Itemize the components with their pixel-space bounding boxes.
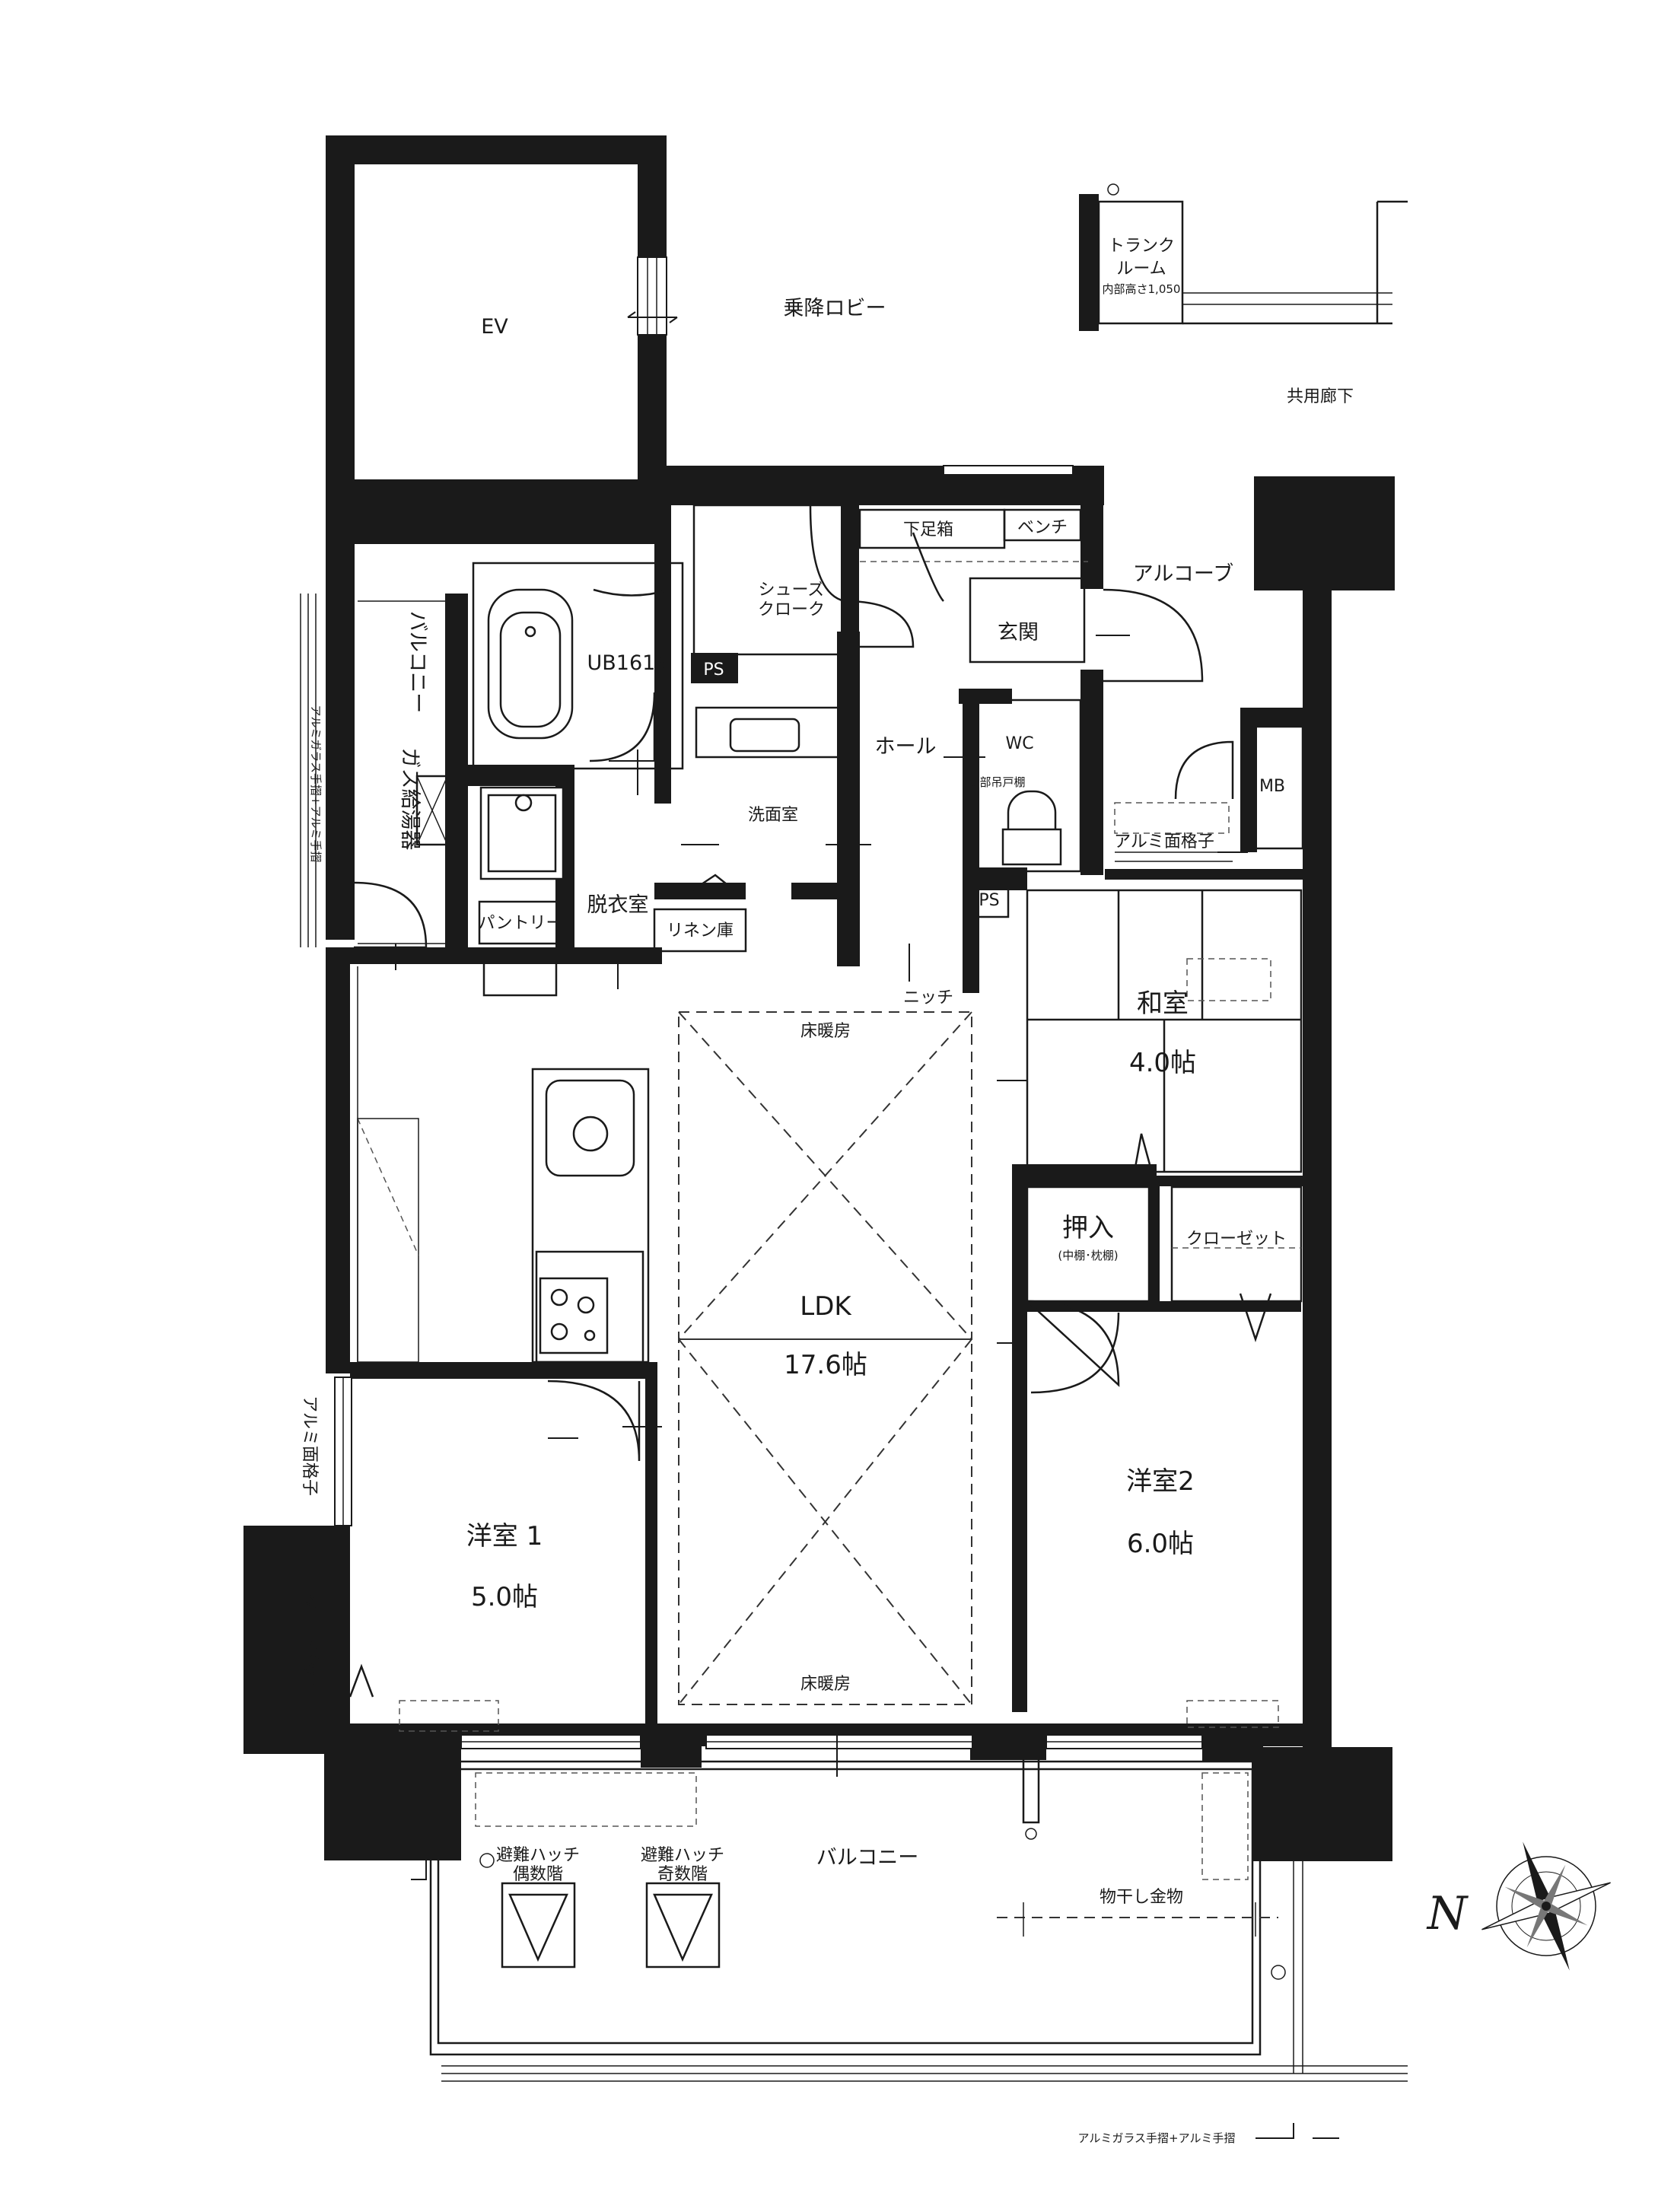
ev-label: EV [481,315,508,339]
yoshitsu1-size: 5.0帖 [471,1582,538,1612]
pantry-label: パントリー [478,914,562,933]
shoe-cloak-label-1: シューズ [759,581,825,600]
escape-hatch-even-label-2: 偶数階 [513,1865,563,1884]
yoshitsu2-size: 6.0帖 [1127,1529,1194,1559]
oshiire-note: (中棚･枕棚) [1058,1249,1118,1262]
shoe-cloak-label-2: クローク [758,600,825,619]
washroom-label: 洗面室 [748,806,798,825]
closet-right-label: クローゼット [1186,1230,1287,1249]
mb-label: MB [1259,777,1285,796]
escape-hatch-even-label-1: 避難ハッチ [496,1846,580,1865]
alumi-lattice-top-label: アルミ面格子 [1114,832,1214,851]
bench-label: ベンチ [1017,518,1068,537]
linen-label: リネン庫 [667,921,734,940]
interior-lines [272,183,1408,2082]
gas-water-heater-label: ガス給湯器 [398,748,422,851]
washitsu-size: 4.0帖 [1129,1048,1196,1078]
hall-label: ホール [875,735,937,759]
windows [334,256,1203,1749]
trunk-room-label-1: トランク [1108,237,1175,256]
upper-hanging-shelf-label: 上部吊戸棚 [968,775,1025,789]
ps-label-lower: PS [979,891,999,910]
entrance-label: 玄関 [998,621,1039,645]
ps-label-upper: PS [703,660,724,680]
balcony-side-label: バルコニー [406,611,429,713]
balcony-bottom-label: バルコニー [816,1846,918,1870]
niche-label: ニッチ [903,988,953,1007]
ub-label: UB1616 [587,651,669,675]
lower-shoe-box-label: 下足箱 [903,520,953,539]
alumi-glass-rail-bottom-label: アルミガラス手摺+アルミ手摺 [1078,2131,1236,2145]
floor-heating-bottom-label: 床暖房 [800,1675,851,1694]
doors [348,505,1272,1698]
ldk-size: 17.6帖 [784,1350,867,1380]
trunk-room-label-2: ルーム [1116,259,1166,278]
ldk-label: LDK [800,1291,852,1322]
dressing-room-label: 脱衣室 [587,893,649,917]
yoshitsu1-label: 洋室 1 [466,1521,543,1552]
floor-heating-top-label: 床暖房 [800,1022,851,1041]
alumi-glass-rail-left-label: アルミガラス手摺+アルミ手摺 [309,705,323,863]
clothes-hanger-label: 物干し金物 [1100,1888,1183,1907]
closet-left-label: クローゼット [300,1593,319,1694]
alumi-lattice-left-label: アルミ面格子 [300,1396,319,1496]
walls [243,135,1395,1861]
lobby-label: 乗降ロビー [784,297,886,320]
yoshitsu2-label: 洋室2 [1126,1466,1195,1497]
alcove-label: アルコーブ [1133,562,1234,586]
washitsu-label: 和室 [1137,988,1189,1019]
common-corridor-label: 共用廊下 [1287,387,1354,406]
escape-hatch-odd-label-1: 避難ハッチ [641,1846,724,1865]
escape-hatch-odd-label-2: 奇数階 [657,1865,708,1884]
north-mark: N [1426,1887,1469,1940]
floor-heating [678,1011,972,1705]
door-arrows [334,311,1339,2139]
compass-icon [1481,1841,1611,1971]
room-labels: EV 乗降ロビー トランク ルーム 内部高さ1,050 共用廊下 下足箱 ベンチ… [300,237,1469,2145]
wc-label: WC [1005,734,1033,753]
trunk-room-height: 内部高さ1,050 [1103,282,1181,296]
oshiire-label: 押入 [1062,1213,1114,1243]
